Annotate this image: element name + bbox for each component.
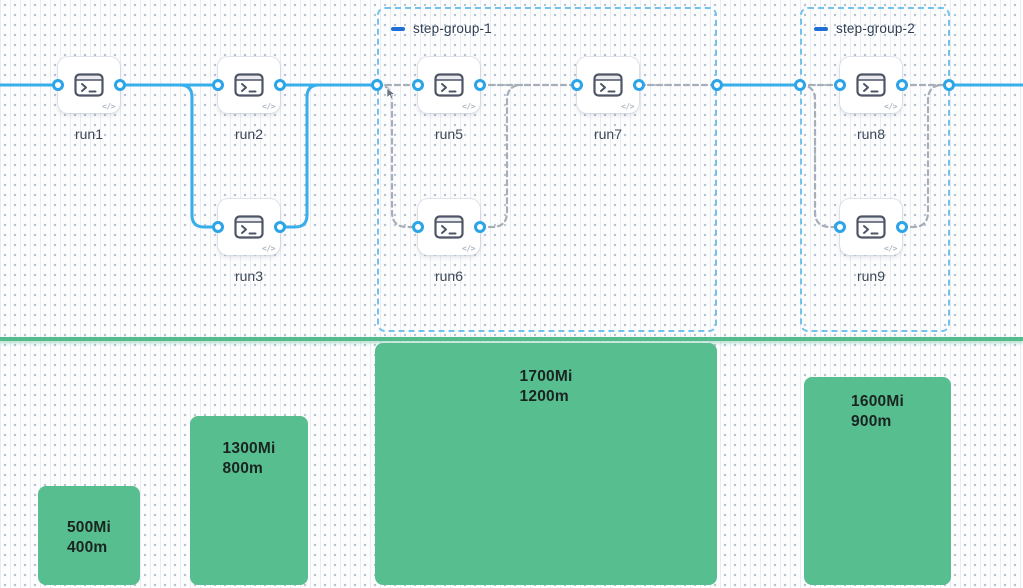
code-badge-icon: </> — [262, 102, 275, 111]
terminal-icon — [856, 73, 886, 97]
node-run3[interactable]: </> — [218, 199, 280, 255]
port-run2-in[interactable] — [212, 79, 224, 91]
resource-bar-step-group-1: 1700Mi 1200m — [375, 343, 717, 585]
port-run2-out[interactable] — [274, 79, 286, 91]
resource-baseline — [0, 337, 1023, 341]
port-run9-out[interactable] — [896, 221, 908, 233]
port-step-group-1-out[interactable] — [711, 79, 723, 91]
step-group-2-label: step-group-2 — [814, 21, 915, 36]
port-run5-in[interactable] — [412, 79, 424, 91]
collapse-dash-icon[interactable] — [391, 26, 405, 31]
code-badge-icon: </> — [884, 244, 897, 253]
node-label-run1: run1 — [74, 126, 104, 142]
bar-memory-value: 1600Mi — [851, 393, 904, 410]
port-step-group-2-out[interactable] — [943, 79, 955, 91]
port-step-group-2-in[interactable] — [794, 79, 806, 91]
port-run9-in[interactable] — [834, 221, 846, 233]
bar-cpu-value: 400m — [66, 539, 108, 556]
port-run7-in[interactable] — [571, 79, 583, 91]
bar-memory-value: 1700Mi — [519, 368, 573, 385]
node-label-run5: run5 — [434, 126, 464, 142]
terminal-icon — [74, 73, 104, 97]
terminal-icon — [434, 215, 464, 239]
port-run1-in[interactable] — [52, 79, 64, 91]
bar-cpu-value: 1200m — [519, 388, 569, 405]
port-run6-in[interactable] — [412, 221, 424, 233]
port-step-group-1-in[interactable] — [371, 79, 383, 91]
node-run2[interactable]: </> — [218, 57, 280, 113]
node-label-run8: run8 — [856, 126, 886, 142]
collapse-dash-icon[interactable] — [814, 26, 828, 31]
port-run3-in[interactable] — [212, 221, 224, 233]
terminal-icon — [856, 215, 886, 239]
code-badge-icon: </> — [262, 244, 275, 253]
node-run5[interactable]: </> — [418, 57, 480, 113]
node-label-run6: run6 — [434, 268, 464, 284]
group-name: step-group-1 — [413, 21, 492, 36]
port-run7-out[interactable] — [633, 79, 645, 91]
node-label-run2: run2 — [234, 126, 264, 142]
code-badge-icon: </> — [884, 102, 897, 111]
bar-memory-value: 500Mi — [66, 519, 112, 536]
port-run8-in[interactable] — [834, 79, 846, 91]
node-run9[interactable]: </> — [840, 199, 902, 255]
port-run3-out[interactable] — [274, 221, 286, 233]
port-run5-out[interactable] — [474, 79, 486, 91]
code-badge-icon: </> — [621, 102, 634, 111]
port-run1-out[interactable] — [114, 79, 126, 91]
code-badge-icon: </> — [102, 102, 115, 111]
node-run1[interactable]: </> — [58, 57, 120, 113]
node-label-run7: run7 — [593, 126, 623, 142]
port-run6-out[interactable] — [474, 221, 486, 233]
bar-cpu-value: 900m — [851, 413, 892, 430]
node-run6[interactable]: </> — [418, 199, 480, 255]
terminal-icon — [234, 73, 264, 97]
code-badge-icon: </> — [462, 102, 475, 111]
resource-bar-run2-run3: 1300Mi 800m — [190, 416, 308, 585]
bar-cpu-value: 800m — [222, 460, 263, 477]
node-run7[interactable]: </> — [577, 57, 639, 113]
node-run8[interactable]: </> — [840, 57, 902, 113]
terminal-icon — [593, 73, 623, 97]
code-badge-icon: </> — [462, 244, 475, 253]
group-name: step-group-2 — [836, 21, 915, 36]
terminal-icon — [234, 215, 264, 239]
resource-bar-run1: 500Mi 400m — [38, 486, 140, 585]
bar-memory-value: 1300Mi — [222, 440, 276, 457]
node-label-run3: run3 — [234, 268, 264, 284]
port-run8-out[interactable] — [896, 79, 908, 91]
mouse-cursor-icon — [386, 88, 396, 100]
resource-bar-step-group-2: 1600Mi 900m — [804, 377, 951, 585]
step-group-1-label: step-group-1 — [391, 21, 492, 36]
node-label-run9: run9 — [856, 268, 886, 284]
terminal-icon — [434, 73, 464, 97]
